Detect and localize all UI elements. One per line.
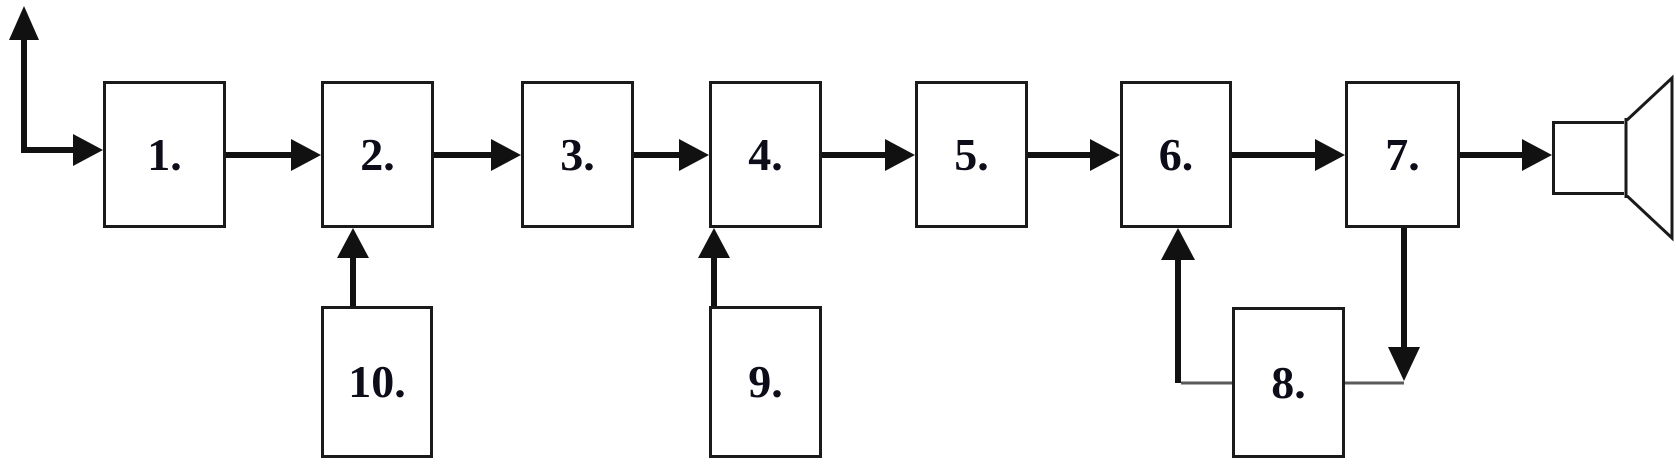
block-10-label: 10.	[348, 356, 406, 407]
speaker-icon-body	[1552, 121, 1628, 195]
arrow-block-8-to-block-6	[1161, 228, 1232, 385]
arrow-block-7-to-block-8	[1345, 228, 1420, 385]
block-7[interactable]: 7.	[1345, 81, 1460, 228]
arrow-block-3-to-block-4	[634, 139, 709, 171]
block-6-label: 6.	[1158, 128, 1194, 180]
block-5-label: 5.	[954, 128, 989, 180]
arrow-block-4-to-block-5	[822, 139, 915, 171]
block-2-label: 2.	[360, 128, 395, 180]
arrow-block-2-to-block-3	[434, 139, 521, 171]
block-2[interactable]: 2.	[321, 81, 434, 228]
block-9-label: 9.	[748, 356, 783, 407]
block-5[interactable]: 5.	[915, 81, 1028, 228]
block-1-label: 1.	[147, 128, 182, 180]
arrow-block-7-to-speaker	[1460, 139, 1552, 171]
arrow-block-6-to-block-7	[1232, 139, 1345, 171]
arrow-block-1-to-block-2	[226, 139, 321, 171]
block-4[interactable]: 4.	[709, 81, 822, 228]
block-4-label: 4.	[748, 128, 783, 180]
block-10[interactable]: 10.	[321, 306, 433, 458]
block-6[interactable]: 6.	[1120, 81, 1232, 228]
block-7-label: 7.	[1385, 128, 1420, 180]
block-1[interactable]: 1.	[103, 81, 226, 228]
arrow-block-10-to-block-2	[337, 228, 369, 306]
block-3-label: 3.	[560, 128, 595, 180]
arrow-block-5-to-block-6	[1028, 139, 1120, 171]
speaker-icon	[1624, 74, 1674, 242]
block-9[interactable]: 9.	[709, 306, 822, 458]
arrow-block-9-to-block-4	[698, 228, 730, 306]
block-3[interactable]: 3.	[521, 81, 634, 228]
block-8[interactable]: 8.	[1232, 307, 1345, 458]
block-8-label: 8.	[1271, 356, 1306, 408]
antenna-input-arrow	[9, 6, 103, 166]
